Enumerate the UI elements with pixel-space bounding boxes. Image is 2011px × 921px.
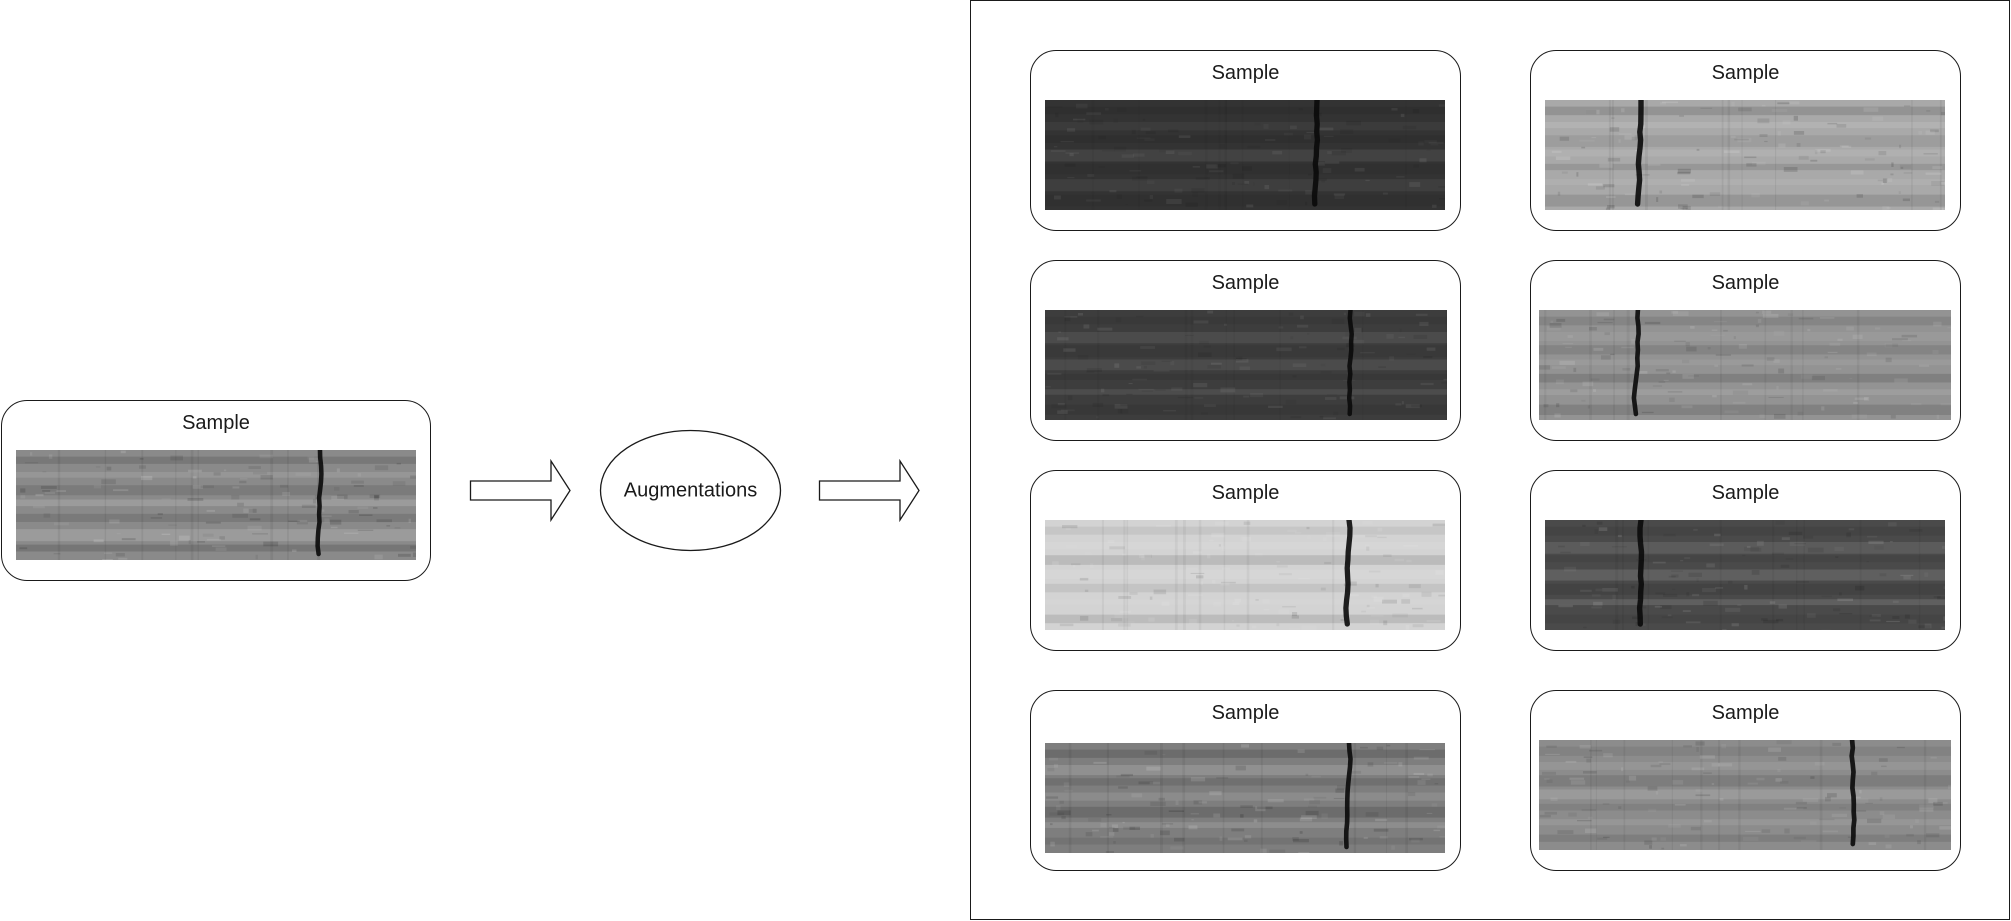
augmented-sample-label: Sample	[1711, 62, 1780, 84]
augmented-sample-card: Sample	[1530, 690, 1961, 871]
augmented-sample-image	[1045, 743, 1445, 853]
augmented-sample-card: Sample	[1530, 470, 1961, 651]
augmented-sample-image	[1545, 520, 1945, 630]
augmented-sample-image	[1539, 740, 1951, 850]
input-sample-card: Sample	[1, 400, 431, 581]
augmented-sample-image	[1045, 520, 1445, 630]
augmentations-node: Augmentations	[599, 429, 782, 552]
augmented-sample-card: Sample	[1530, 260, 1961, 441]
input-sample-label: Sample	[182, 412, 250, 434]
augmented-sample-label: Sample	[1711, 482, 1780, 504]
augmentations-label: Augmentations	[623, 479, 758, 501]
augmented-sample-card: Sample	[1030, 690, 1461, 871]
augmented-sample-label: Sample	[1211, 482, 1280, 504]
arrow-right-icon	[469, 459, 571, 522]
augmentations-ellipse	[599, 429, 782, 552]
augmented-sample-card: Sample	[1530, 50, 1961, 231]
input-sample-image	[16, 450, 416, 560]
augmented-sample-image	[1539, 310, 1951, 420]
augmented-sample-card: Sample	[1030, 470, 1461, 651]
augmented-sample-label: Sample	[1711, 272, 1780, 294]
augmented-sample-label: Sample	[1711, 702, 1780, 724]
augmented-sample-card: Sample	[1030, 260, 1461, 441]
augmented-sample-label: Sample	[1211, 62, 1280, 84]
augmented-sample-card: Sample	[1030, 50, 1461, 231]
augmented-sample-image	[1045, 100, 1445, 210]
arrow-right-icon	[818, 459, 920, 522]
augmented-sample-label: Sample	[1211, 702, 1280, 724]
augmented-sample-image	[1545, 100, 1945, 210]
augmented-sample-label: Sample	[1211, 272, 1280, 294]
augmented-sample-image	[1045, 310, 1447, 420]
augmented-samples-frame	[970, 0, 2010, 920]
